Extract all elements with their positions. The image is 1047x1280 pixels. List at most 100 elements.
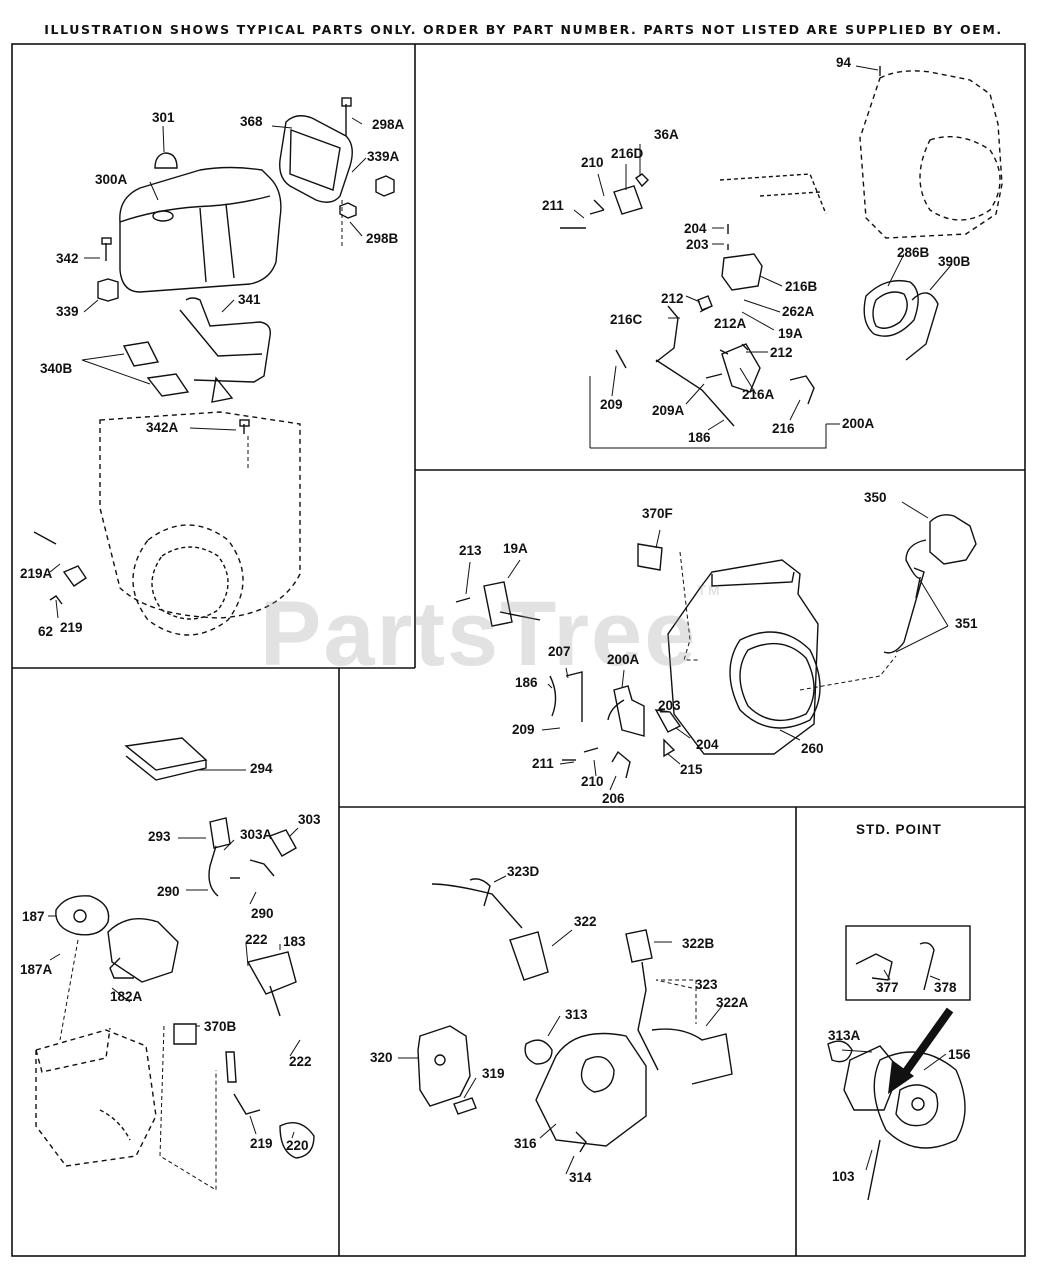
part-label: 94 — [836, 55, 852, 70]
part-label: 370B — [204, 1019, 237, 1034]
part-label: 19A — [778, 326, 803, 341]
alternator-leaders — [398, 875, 723, 1175]
part-label: 350 — [864, 490, 887, 505]
part-label: 216A — [742, 387, 775, 402]
part-label: 298A — [372, 117, 405, 132]
fuel-tank-leaders — [49, 117, 367, 619]
watermark: PartsTreeTM — [260, 582, 722, 685]
part-label: 209A — [652, 403, 685, 418]
part-label: 19A — [503, 541, 528, 556]
part-label: 204 — [696, 737, 719, 752]
part-label: 339 — [56, 304, 79, 319]
part-label: 186 — [688, 430, 711, 445]
alternator-drawing — [417, 878, 733, 1153]
part-label: 219 — [60, 620, 83, 635]
part-label: 301 — [152, 110, 175, 125]
carburetor-leaders — [48, 769, 301, 1191]
part-label: 293 — [148, 829, 171, 844]
part-label: 203 — [686, 237, 709, 252]
panel-borders — [11, 43, 1026, 1257]
part-label: 303 — [298, 812, 321, 827]
part-label: 210 — [581, 774, 604, 789]
blower-housing-drawing — [455, 514, 977, 779]
part-label: 313 — [565, 1007, 588, 1022]
part-label: 319 — [482, 1066, 505, 1081]
part-label: 339A — [367, 149, 400, 164]
part-label: 370F — [642, 506, 673, 521]
part-label: 209 — [512, 722, 535, 737]
part-label: 377 — [876, 980, 899, 995]
part-label: 216B — [785, 279, 818, 294]
part-label: 322A — [716, 995, 749, 1010]
std-point-drawing — [827, 925, 971, 1201]
part-label: 213 — [459, 543, 482, 558]
part-label: 182A — [110, 989, 143, 1004]
part-label: 342 — [56, 251, 79, 266]
part-label: 212 — [661, 291, 684, 306]
part-label: 368 — [240, 114, 263, 129]
part-label: 320 — [370, 1050, 393, 1065]
part-label: 156 — [948, 1047, 971, 1062]
std-point-leaders — [841, 969, 947, 1171]
part-label: 314 — [569, 1170, 592, 1185]
part-label: 342A — [146, 420, 179, 435]
part-label: 215 — [680, 762, 703, 777]
part-label: 313A — [828, 1028, 861, 1043]
blower-housing-leaders — [465, 501, 949, 791]
part-label: 216C — [610, 312, 643, 327]
part-label: 219A — [20, 566, 53, 581]
part-label: 219 — [250, 1136, 273, 1151]
part-label: 294 — [250, 761, 273, 776]
part-label: 183 — [283, 934, 306, 949]
part-label: 204 — [684, 221, 707, 236]
std-point-title: STD. POINT — [856, 822, 942, 837]
part-label: 187 — [22, 909, 45, 924]
carburetor-drawing — [35, 737, 315, 1167]
part-label: 186 — [515, 675, 538, 690]
part-label: 62 — [38, 624, 54, 639]
part-label: 211 — [532, 756, 554, 771]
part-label: 222 — [245, 932, 268, 947]
std-point-arrowhead — [888, 1060, 914, 1094]
part-label: 103 — [832, 1169, 855, 1184]
part-label: 290 — [251, 906, 274, 921]
part-label: 212A — [714, 316, 747, 331]
part-label: 322B — [682, 936, 715, 951]
part-label: 210 — [581, 155, 604, 170]
part-label: 298B — [366, 231, 399, 246]
part-label: 260 — [801, 741, 824, 756]
part-label: 211 — [542, 198, 564, 213]
part-label: 323D — [507, 864, 540, 879]
part-label: 212 — [770, 345, 793, 360]
part-label: 200A — [842, 416, 875, 431]
std-point-arrow — [896, 1007, 954, 1083]
part-label: 340B — [40, 361, 73, 376]
diagram-header-note: ILLUSTRATION SHOWS TYPICAL PARTS ONLY. O… — [44, 22, 1003, 37]
part-label: 286B — [897, 245, 930, 260]
part-label: 209 — [600, 397, 623, 412]
part-label: 220 — [286, 1138, 309, 1153]
part-label: 316 — [514, 1136, 537, 1151]
part-label: 187A — [20, 962, 53, 977]
governor-linkage-drawing — [560, 66, 1003, 427]
part-label: 390B — [938, 254, 971, 269]
part-label: 200A — [607, 652, 640, 667]
fuel-tank-drawing — [33, 97, 395, 636]
part-label: 290 — [157, 884, 180, 899]
part-label: 341 — [238, 292, 261, 307]
part-label: 216 — [772, 421, 795, 436]
governor-leaders — [573, 65, 953, 449]
part-label: 378 — [934, 980, 957, 995]
part-label: 323 — [695, 977, 718, 992]
part-label: 303A — [240, 827, 273, 842]
part-label: 36A — [654, 127, 679, 142]
part-label: 207 — [548, 644, 571, 659]
part-label: 322 — [574, 914, 597, 929]
part-label: 222 — [289, 1054, 312, 1069]
part-label: 203 — [658, 698, 681, 713]
part-label: 216D — [611, 146, 644, 161]
part-label: 351 — [955, 616, 978, 631]
part-label: 262A — [782, 304, 815, 319]
